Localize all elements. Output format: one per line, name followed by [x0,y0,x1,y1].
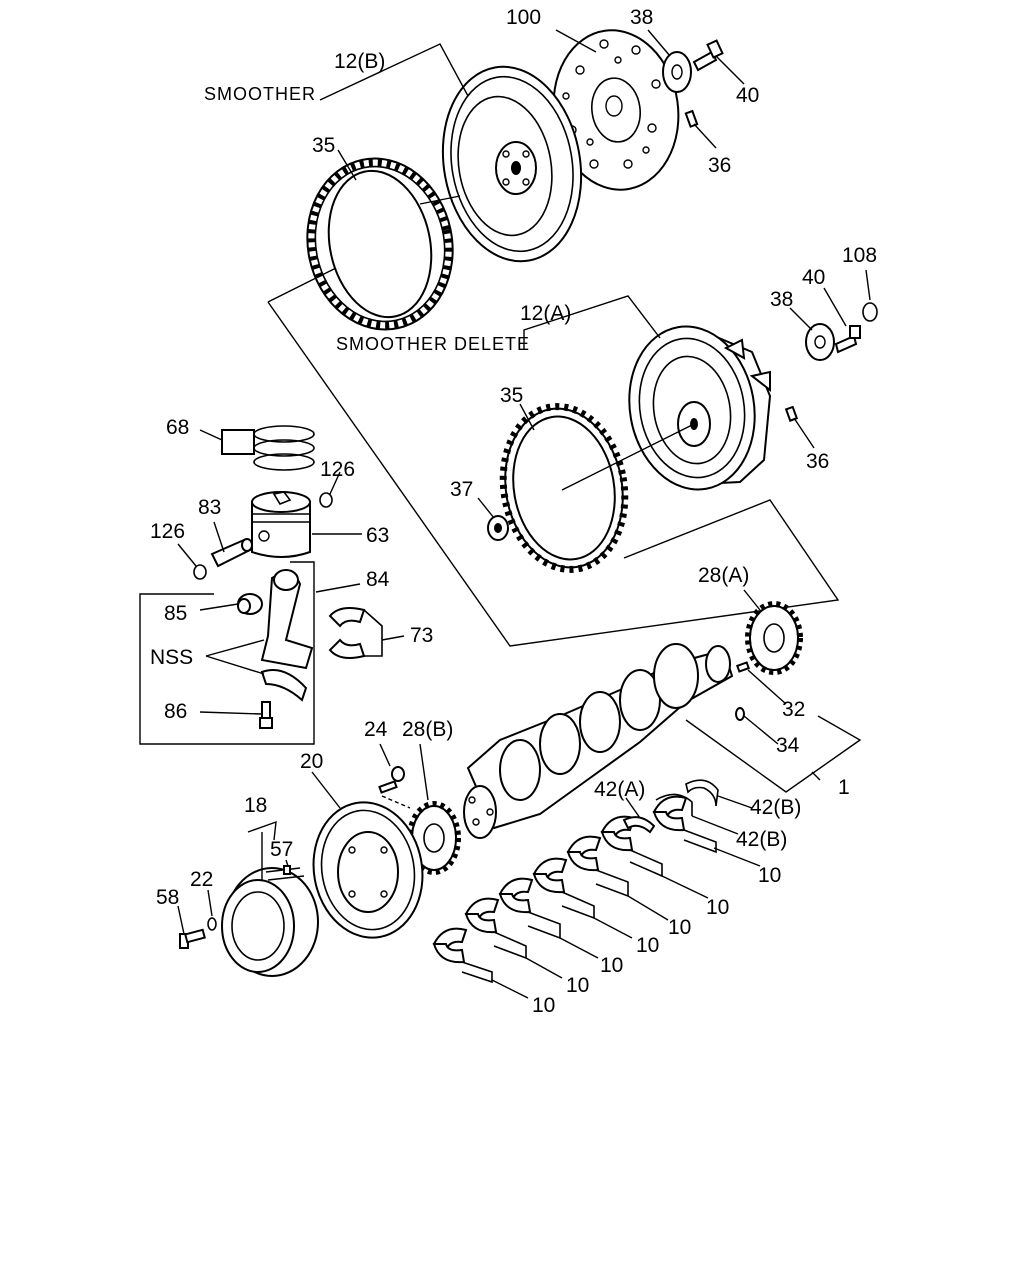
key-32 [735,661,751,673]
crank-pulley-20 [312,801,424,939]
plate-38-top [662,51,692,93]
piston-pin-83 [210,538,253,568]
label-10-5: 10 [600,954,623,977]
label-42b-1: 42(B) [750,796,801,819]
dowel-pin-36-top [684,109,699,128]
snap-ring-126-right [319,492,333,508]
smoother-delete-bracket [267,267,840,647]
crank-gear-28a [745,601,803,675]
label-32: 32 [782,698,805,721]
rod-bearing-73 [328,607,383,659]
label-100: 100 [506,6,541,29]
label-35-top: 35 [312,134,335,157]
ring-gear-35-mid [499,403,695,573]
label-35-mid: 35 [500,384,523,407]
label-38-top: 38 [630,6,653,29]
nss-box [139,561,315,745]
damper-18 [221,867,319,977]
main-bearings [432,795,717,984]
label-12a: 12(A) [520,302,571,325]
snap-ring-108 [862,302,878,322]
label-108: 108 [842,244,877,267]
label-24: 24 [364,718,388,741]
label-68: 68 [166,416,189,439]
label-37: 37 [450,478,473,501]
label-28a: 28(A) [698,564,749,587]
label-10-1: 10 [758,864,781,887]
piston-rings-68 [221,425,315,471]
label-12b: 12(B) [334,50,385,73]
label-10-4: 10 [636,934,659,957]
label-10-2: 10 [706,896,729,919]
label-42b-2: 42(B) [736,828,787,851]
label-83: 83 [198,496,221,519]
label-126-left: 126 [150,520,185,543]
label-34: 34 [776,734,800,757]
label-28b: 28(B) [402,718,453,741]
bolt-40-mid [834,325,861,354]
label-86: 86 [164,700,187,723]
rod-cap [260,669,308,702]
label-38-mid: 38 [770,288,793,311]
label-36-mid: 36 [806,450,829,473]
crankshaft-1 [463,643,734,839]
flywheel-housing [628,325,772,491]
thrust-washer-42a [622,816,656,834]
plate-38-mid [805,323,835,361]
label-22: 22 [190,868,213,891]
rod-bolt-86 [259,701,273,729]
connecting-rod-84 [260,569,314,670]
snap-ring-126-left [193,564,207,580]
key-34 [735,707,745,721]
pin-57 [283,865,291,875]
thrust-washers-42b [655,779,719,816]
label-42a: 42(A) [594,778,645,801]
label-57: 57 [270,838,293,861]
leader-lines [177,29,871,999]
label-20: 20 [300,750,323,773]
washer-22 [207,917,217,931]
flex-plate [552,29,680,191]
label-10-3: 10 [668,916,691,939]
label-10-6: 10 [566,974,589,997]
caption-smoother: SMOOTHER [204,84,316,104]
label-73: 73 [410,624,433,647]
piston-63 [251,491,311,558]
label-36-top: 36 [708,154,731,177]
caption-smoother-delete: SMOOTHER DELETE [336,334,530,354]
caption-nss: NSS [150,646,193,669]
bolt-24 [378,766,405,794]
label-63: 63 [366,524,389,547]
label-58: 58 [156,886,179,909]
label-84: 84 [366,568,390,591]
label-10-7: 10 [532,994,555,1017]
ring-gear-35-top [306,157,454,331]
label-18: 18 [244,794,267,817]
label-40-mid: 40 [802,266,825,289]
label-85: 85 [164,602,187,625]
label-126-right: 126 [320,458,355,481]
label-40-top: 40 [736,84,759,107]
label-1: 1 [838,776,850,799]
dowel-pin-36-mid [784,405,799,422]
pilot-bearing-37 [487,515,509,541]
smoother-bracket [319,43,469,205]
rod-bushing-85 [237,593,263,615]
bolt-40-top [692,39,724,72]
flywheel-smoother [441,65,583,263]
